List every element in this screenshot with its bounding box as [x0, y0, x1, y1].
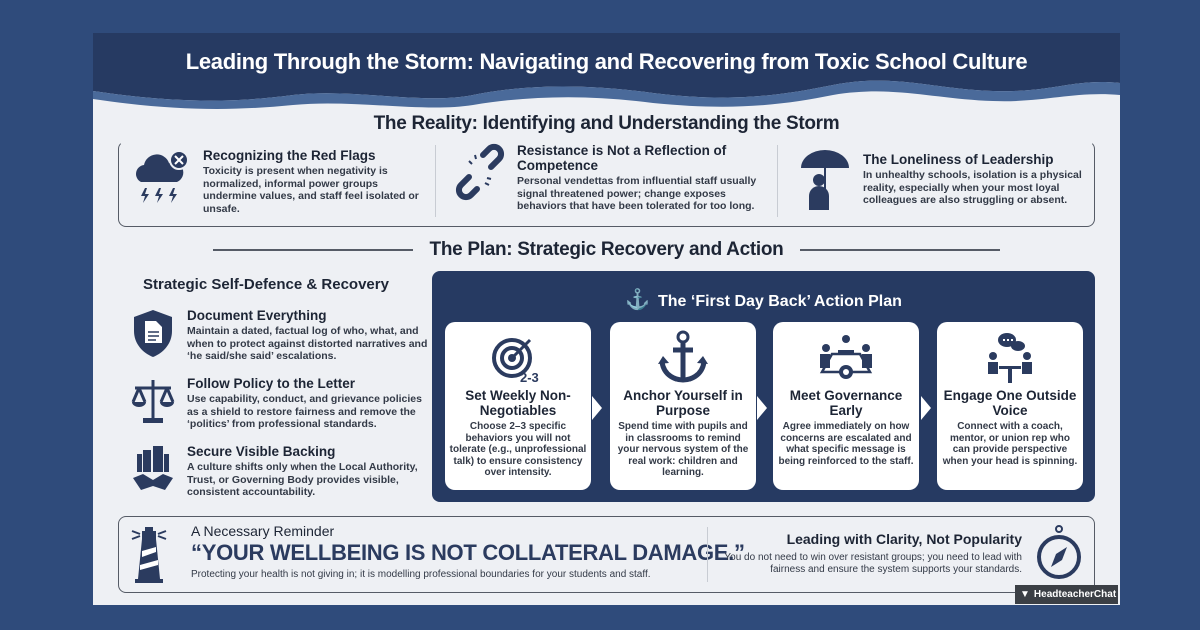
step-title: Engage One Outside Voice — [943, 388, 1077, 418]
reminder-quote: “YOUR WELLBEING IS NOT COLLATERAL DAMAGE… — [191, 540, 745, 565]
reality-item: Resistance is Not a Reflection of Compet… — [455, 143, 765, 213]
logo-icon: ▼ — [1020, 589, 1030, 600]
step-text: Connect with a coach, mentor, or union r… — [942, 421, 1078, 467]
arrow-icon — [757, 396, 767, 420]
target-icon: 2-3 — [492, 338, 539, 384]
item-title: Follow Policy to the Letter — [187, 376, 356, 391]
lighthouse-icon — [131, 527, 167, 583]
item-title: Secure Visible Backing — [187, 444, 336, 459]
defence-item: Secure Visible Backing A culture shifts o… — [131, 444, 431, 499]
action-plan-heading: ⚓ The ‘First Day Back’ Action Plan — [432, 287, 1095, 312]
reality-heading: The Reality: Identifying and Understandi… — [373, 113, 840, 134]
step-title: Anchor Yourself in Purpose — [623, 388, 743, 418]
item-text: Use capability, conduct, and grievance p… — [187, 393, 422, 430]
action-plan-title: The ‘First Day Back’ Action Plan — [657, 293, 902, 310]
item-text: A culture shifts only when the Local Aut… — [187, 461, 418, 498]
meeting-gear-icon — [819, 335, 873, 379]
plan-heading: The Plan: Strategic Recovery and Action — [429, 239, 784, 260]
step-title: Set Weekly Non-Negotiables — [465, 388, 571, 418]
divider — [707, 527, 708, 582]
step-text: Agree immediately on how concerns are es… — [778, 421, 914, 467]
handshake-building-icon — [133, 446, 173, 490]
item-text: In unhealthy schools, isolation is a phy… — [863, 169, 1082, 206]
reminder-text: Protecting your health is not giving in;… — [191, 569, 651, 580]
item-text: Personal vendettas from influential staf… — [517, 175, 757, 212]
target-label: 2-3 — [520, 370, 539, 384]
item-title: Resistance is Not a Reflection of Compet… — [517, 143, 727, 173]
reality-item: The Loneliness of Leadership In unhealthy… — [799, 148, 1089, 210]
anchor-icon: ⚓ — [625, 289, 650, 311]
storm-cloud-icon — [136, 150, 189, 203]
step-text: Spend time with pupils and in classrooms… — [617, 421, 749, 478]
divider — [800, 249, 1000, 251]
step-title: Meet Governance Early — [789, 388, 903, 418]
item-title: Document Everything — [187, 308, 327, 323]
reality-box — [118, 141, 1095, 227]
scales-icon — [131, 380, 175, 423]
compass-icon — [1037, 525, 1081, 579]
reminder-box: A Necessary Reminder “YOUR WELLBEING IS … — [118, 516, 1095, 593]
shield-document-icon — [134, 310, 172, 357]
step-text: Choose 2–3 specific behaviors you will n… — [449, 421, 587, 478]
watermark-text: HeadteacherChat — [1033, 589, 1117, 600]
umbrella-person-icon — [801, 150, 849, 210]
divider — [777, 145, 778, 217]
conversation-icon — [988, 333, 1032, 383]
arrow-icon — [921, 396, 931, 420]
item-title: Recognizing the Red Flags — [203, 148, 376, 163]
clarity-title: Leading with Clarity, Not Popularity — [786, 531, 1022, 547]
item-title: The Loneliness of Leadership — [863, 152, 1054, 167]
clarity-text: You do not need to win over resistant gr… — [724, 552, 1022, 575]
watermark: ▼HeadteacherChat — [1015, 585, 1118, 604]
anchor-icon — [658, 330, 708, 383]
infographic: Leading Through the Storm: Navigating an… — [93, 33, 1120, 605]
item-text: Maintain a dated, factual log of who, wh… — [187, 325, 428, 362]
defence-heading: Strategic Self-Defence & Recovery — [143, 276, 389, 293]
divider — [213, 249, 413, 251]
main-title: Leading Through the Storm: Navigating an… — [185, 49, 1028, 74]
action-plan-panel: ⚓ The ‘First Day Back’ Action Plan 2-3 Se… — [432, 271, 1095, 502]
header-banner: Leading Through the Storm: Navigating an… — [93, 33, 1120, 138]
divider — [435, 145, 436, 217]
reminder-label: A Necessary Reminder — [191, 523, 335, 539]
broken-link-icon — [455, 143, 505, 201]
item-text: Toxicity is present when negativity is n… — [203, 165, 419, 215]
arrow-icon — [592, 396, 602, 420]
